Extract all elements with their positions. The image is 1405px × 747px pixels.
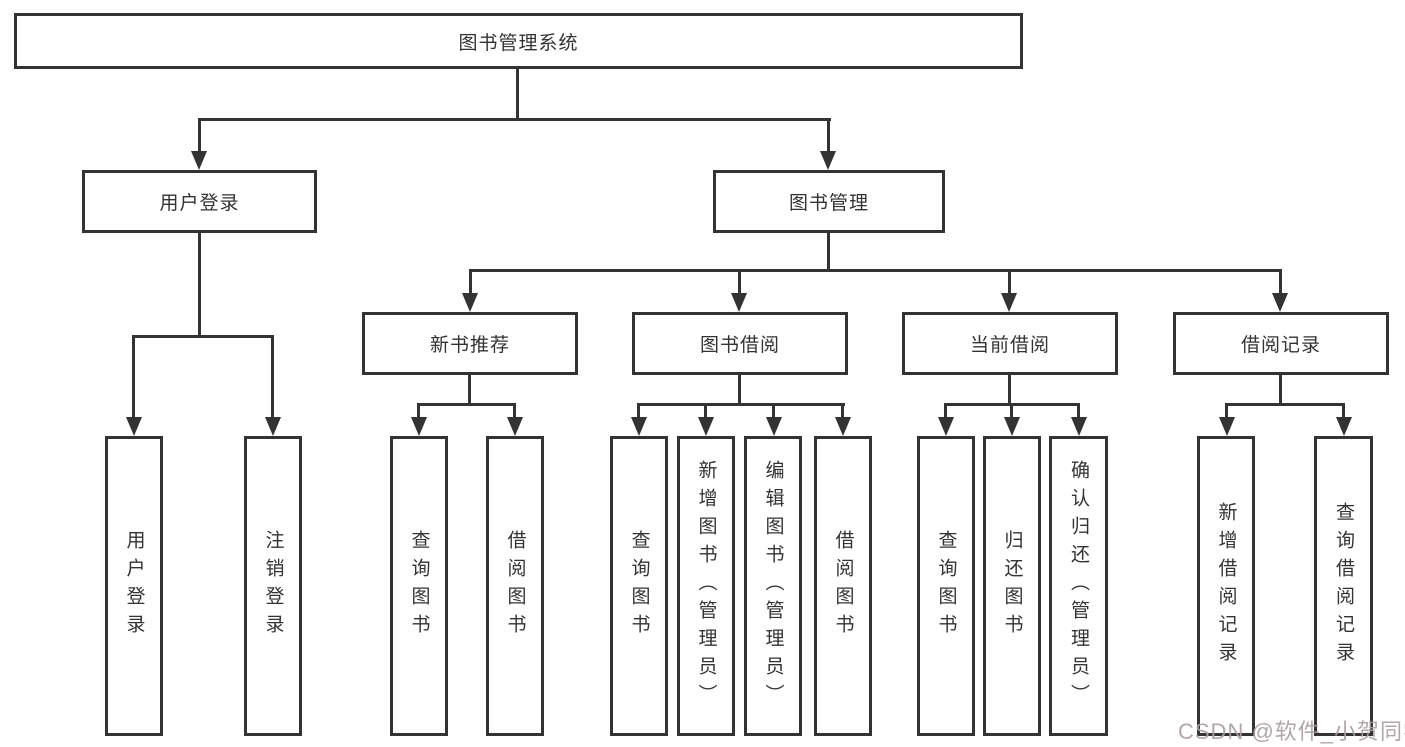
node-new-book-rec: 新书推荐 [362,312,578,375]
connector-to-leaf [1010,403,1013,421]
leaf-user-login-label: 用户登录 [123,530,145,642]
connector-to-leaf [944,403,947,421]
connector-to-borrow-records [1279,269,1282,295]
connector-to-leaf [1077,403,1080,421]
arrow-down-icon [1219,417,1235,436]
leaf-edit-book-label: 编辑图书（管理员） [762,460,784,712]
arrow-down-icon [1071,417,1087,436]
leaf-return-book: 归还图书 [983,436,1041,736]
leaf-borrow-book-2: 借阅图书 [814,436,872,736]
connector-to-user-login [198,118,201,153]
leaf-return-book-label: 归还图书 [1001,530,1023,642]
leaf-query-book-2: 查询图书 [610,436,668,736]
node-current-borrow: 当前借阅 [902,312,1118,375]
connector-stem [1279,375,1282,405]
leaf-borrow-book-1: 借阅图书 [486,436,544,736]
connector-to-leaf [1342,403,1345,421]
arrow-down-icon [820,151,836,170]
node-borrow-records-label: 借阅记录 [1240,335,1321,356]
connector-to-leaf [1225,403,1228,421]
arrow-down-icon [411,417,427,436]
arrow-down-icon [631,417,647,436]
arrow-down-icon [1004,417,1020,436]
connector-to-leaf [637,403,640,421]
arrow-down-icon [1272,293,1288,312]
leaf-borrow-book-2-label: 借阅图书 [832,530,854,642]
arrow-down-icon [126,417,142,436]
connector-book-mgmt-stem [827,233,830,271]
arrow-down-icon [698,417,714,436]
leaf-edit-book: 编辑图书（管理员） [744,436,802,736]
leaf-query-record: 查询借阅记录 [1314,436,1373,736]
connector-to-book-mgmt [827,118,830,153]
node-borrow-records: 借阅记录 [1173,312,1389,375]
node-book-borrow: 图书借阅 [632,312,848,375]
leaf-query-record-label: 查询借阅记录 [1333,502,1354,670]
connector-to-current-borrow [1008,269,1011,295]
leaf-query-book-2-label: 查询图书 [628,530,650,642]
arrow-down-icon [507,417,523,436]
leaf-logout-label: 注销登录 [262,530,284,642]
arrow-down-icon [731,293,747,312]
leaf-query-book-1: 查询图书 [390,436,448,736]
leaf-add-record-label: 新增借阅记录 [1215,502,1237,670]
node-book-mgmt: 图书管理 [713,170,945,233]
connector-to-leaf [513,403,516,421]
connector-root-split [198,118,831,121]
connector-to-leaf [841,403,844,421]
node-user-login-label: 用户登录 [159,193,240,214]
leaf-logout: 注销登录 [244,436,302,736]
node-user-login: 用户登录 [82,170,317,233]
node-book-borrow-label: 图书借阅 [699,335,780,356]
connector-to-leaf [772,403,775,421]
connector-split [1225,403,1345,406]
connector-to-leaf [704,403,707,421]
leaf-user-login: 用户登录 [105,436,163,736]
connector-to-new-book-rec [469,269,472,295]
csdn-watermark: CSDN @软件_小贺同学 [1178,719,1405,744]
node-current-borrow-label: 当前借阅 [969,335,1050,356]
arrow-down-icon [766,417,782,436]
connector-user-login-split [132,335,274,338]
connector-stem [1008,375,1011,405]
leaf-query-book-3-label: 查询图书 [935,530,957,642]
connector-book-mgmt-split [469,269,1282,272]
leaf-query-book-1-label: 查询图书 [408,530,430,642]
arrow-down-icon [1336,417,1352,436]
connector-split [637,403,845,406]
leaf-add-book-label: 新增图书（管理员） [695,460,717,712]
arrow-down-icon [462,293,478,312]
connector-stem [468,375,471,405]
connector-user-login-stem [198,233,201,337]
arrow-down-icon [191,151,207,170]
node-root-label: 图书管理系统 [458,32,579,54]
connector-root-stem [516,69,519,119]
leaf-add-book: 新增图书（管理员） [677,436,735,736]
arrow-down-icon [938,417,954,436]
connector-to-book-borrow [738,269,741,295]
node-root: 图书管理系统 [14,13,1023,69]
connector-stem [738,375,741,405]
connector-to-leaf [132,335,135,419]
node-book-mgmt-label: 图书管理 [788,193,869,214]
connector-to-leaf [271,335,274,419]
arrow-down-icon [265,417,281,436]
arrow-down-icon [835,417,851,436]
connector-to-leaf [417,403,420,421]
connector-split [417,403,516,406]
leaf-confirm-return-label: 确认归还（管理员） [1068,460,1089,712]
node-new-book-rec-label: 新书推荐 [429,335,510,356]
leaf-query-book-3: 查询图书 [917,436,975,736]
leaf-add-record: 新增借阅记录 [1197,436,1255,736]
leaf-borrow-book-1-label: 借阅图书 [504,530,526,642]
leaf-confirm-return: 确认归还（管理员） [1049,436,1108,736]
arrow-down-icon [1001,293,1017,312]
